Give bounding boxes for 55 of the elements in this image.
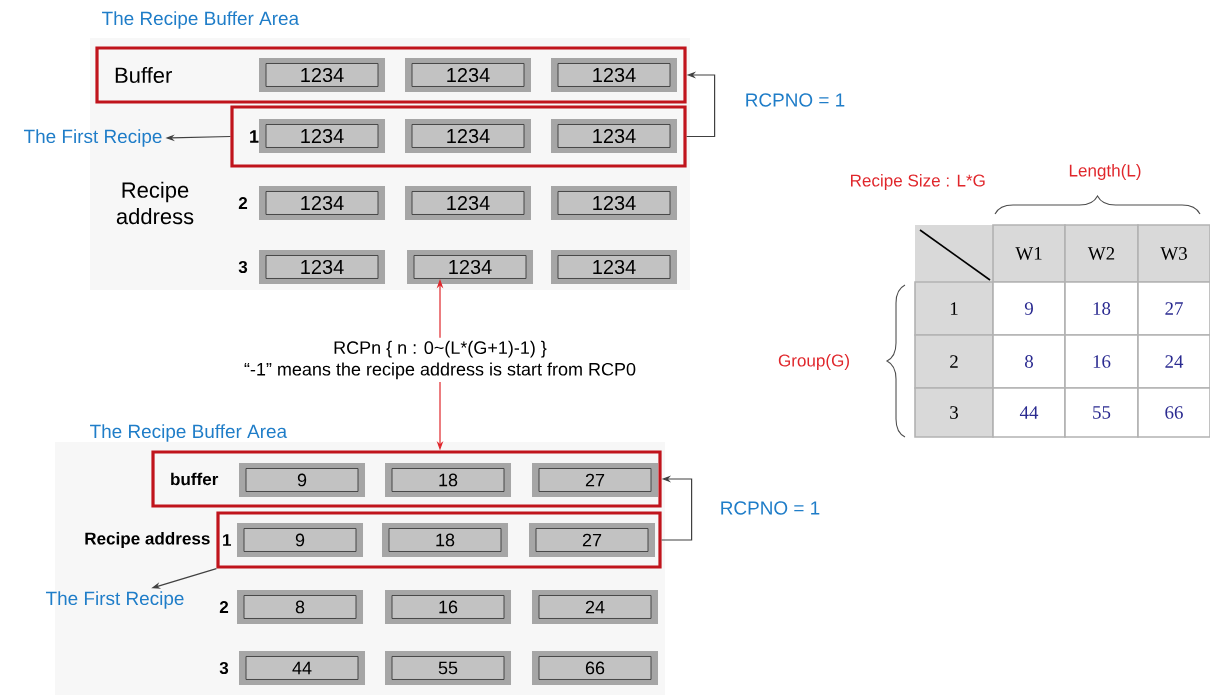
table-cell: W1 [992, 224, 1066, 283]
text-label: Group(G) [778, 354, 849, 370]
value-field: 24 [532, 590, 658, 624]
table-cell: 24 [1137, 334, 1210, 389]
edge-label: RCPNO = 1 [721, 501, 820, 515]
value-field: 66 [532, 651, 658, 685]
table-cell: 16 [1064, 334, 1139, 389]
value-field: 1234 [405, 58, 531, 92]
table-cell: 8 [992, 334, 1066, 389]
text-label: Recipe address [116, 181, 194, 225]
row-number: 3 [238, 260, 248, 274]
caption-text: The First Recipe [24, 129, 162, 147]
value-field: 1234 [551, 250, 677, 284]
value-field: 1234 [259, 119, 385, 153]
table-cell: 18 [1064, 281, 1139, 336]
table-cell: W3 [1137, 224, 1210, 283]
value-field: 1234 [551, 186, 677, 220]
value-field: 1234 [551, 119, 677, 153]
text-label: Length(L) [1069, 164, 1141, 180]
value-field: 16 [385, 590, 511, 624]
value-field: 1234 [405, 186, 531, 220]
table-cell: 3 [914, 387, 994, 438]
table-cell: 1 [914, 281, 994, 336]
caption-text: The First Recipe [46, 591, 184, 609]
text-label: The Recipe Buffer Area [102, 11, 300, 29]
value-field: 1234 [259, 250, 385, 284]
table-cell: 44 [992, 387, 1066, 438]
table-cell: 27 [1137, 281, 1210, 336]
table-cell: 9 [992, 281, 1066, 336]
value-field: 9 [239, 463, 365, 497]
value-field: 1234 [551, 58, 677, 92]
value-field: 1234 [405, 119, 531, 153]
text-label: Recipe address [85, 532, 210, 548]
table-cell: 66 [1137, 387, 1210, 438]
value-field: 27 [529, 523, 655, 557]
row-number: 2 [238, 197, 248, 209]
value-field: 18 [382, 523, 508, 557]
row-number: 3 [219, 661, 229, 675]
value-field: 8 [237, 590, 363, 624]
value-field: 18 [385, 463, 511, 497]
table-cell: 2 [914, 334, 994, 389]
edge-label: RCPNO = 1 [746, 93, 845, 107]
table-cell: 55 [1064, 387, 1139, 438]
value-field: 9 [237, 523, 363, 557]
value-field: 1234 [259, 186, 385, 220]
value-field: 1234 [407, 250, 533, 284]
text-label: Recipe Size : L*G [851, 174, 985, 190]
value-field: 55 [385, 651, 511, 685]
row-number: 2 [219, 601, 229, 613]
text-label: The Recipe Buffer Area [90, 424, 288, 442]
caption-text: RCPn { n : 0~(L*(G+1)-1) } “-1” means the recipe address is start from RCP0 [244, 340, 636, 380]
value-field: 27 [532, 463, 658, 497]
value-field: 1234 [259, 58, 385, 92]
value-field: 44 [239, 651, 365, 685]
table-cell: W2 [1064, 224, 1139, 283]
